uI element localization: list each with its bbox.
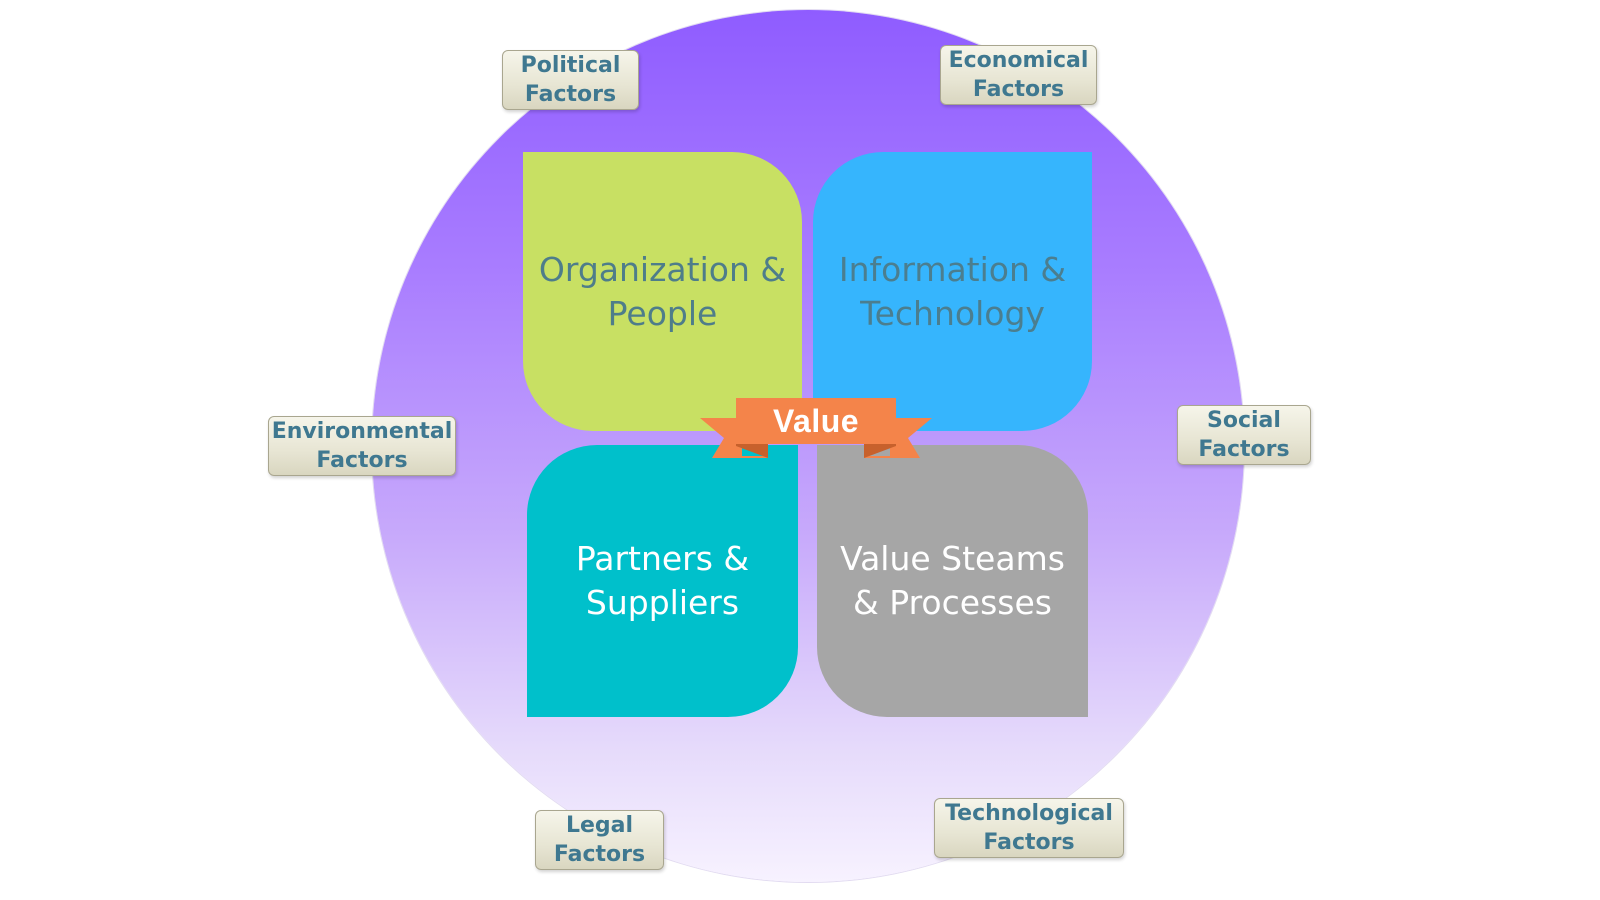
- external-factors-circle: [372, 10, 1244, 882]
- value-label: Value: [772, 402, 860, 439]
- factor-environmental: Environmental Factors: [268, 416, 456, 476]
- factor-economical: Economical Factors: [940, 45, 1097, 105]
- dimension-organization-people: Organization & People: [523, 152, 802, 431]
- ribbon-left-fold: [736, 444, 768, 458]
- dimension-partners-suppliers: Partners & Suppliers: [527, 445, 798, 717]
- value-ribbon: [700, 398, 932, 458]
- factor-political: Political Factors: [502, 50, 639, 110]
- dimension-value-streams-processes: Value Steams & Processes: [817, 445, 1088, 717]
- ribbon-right-tail: [864, 418, 932, 458]
- dimension-information-technology: Information & Technology: [813, 152, 1092, 431]
- ribbon-front: [736, 398, 896, 444]
- factor-technological: Technological Factors: [934, 798, 1124, 858]
- ribbon-left-tail: [700, 418, 768, 458]
- factor-social: Social Factors: [1177, 405, 1311, 465]
- ribbon-right-fold: [864, 444, 896, 458]
- factor-legal: Legal Factors: [535, 810, 664, 870]
